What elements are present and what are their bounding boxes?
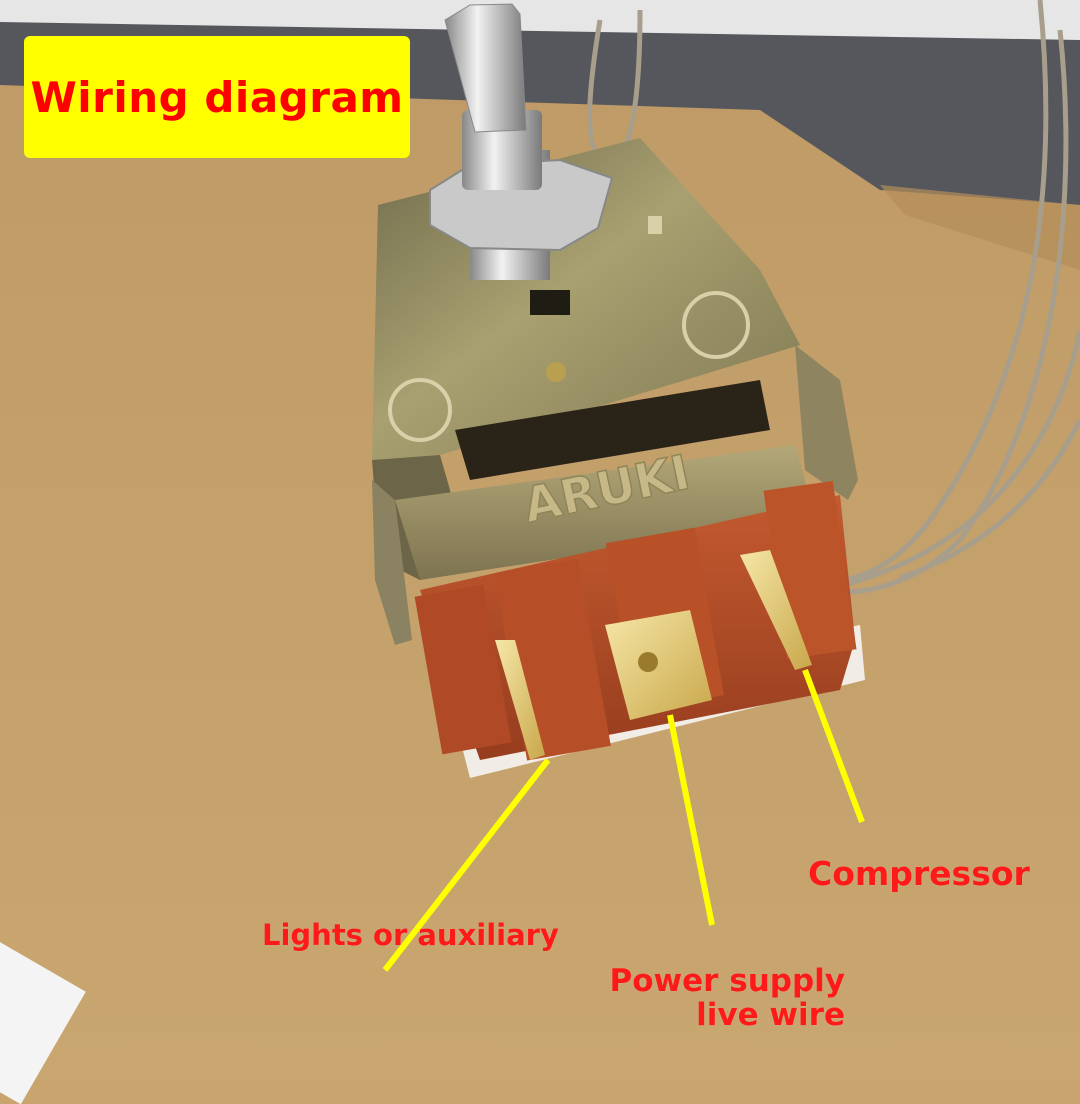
ground-symbol-left bbox=[388, 378, 452, 442]
thermostat-photo: ARUKI bbox=[0, 0, 1080, 1080]
terminal-lights bbox=[495, 640, 545, 760]
adjustment-shaft bbox=[429, 3, 614, 280]
terminal-power bbox=[605, 610, 712, 720]
pointer-lines bbox=[382, 668, 865, 972]
label-compressor: Compressor bbox=[808, 854, 1030, 893]
front-plate bbox=[395, 445, 810, 580]
ground-symbol-right bbox=[682, 291, 750, 359]
terminal-compressor bbox=[740, 550, 812, 670]
label-lights: Lights or auxiliary bbox=[262, 918, 559, 952]
pointer-lights bbox=[382, 758, 551, 972]
pointer-power bbox=[667, 714, 715, 926]
diagram-title: Wiring diagram bbox=[30, 72, 404, 122]
title-banner: Wiring diagram bbox=[24, 36, 410, 158]
pointer-compressor bbox=[802, 668, 865, 824]
label-power: Power supply live wire bbox=[609, 963, 846, 1034]
